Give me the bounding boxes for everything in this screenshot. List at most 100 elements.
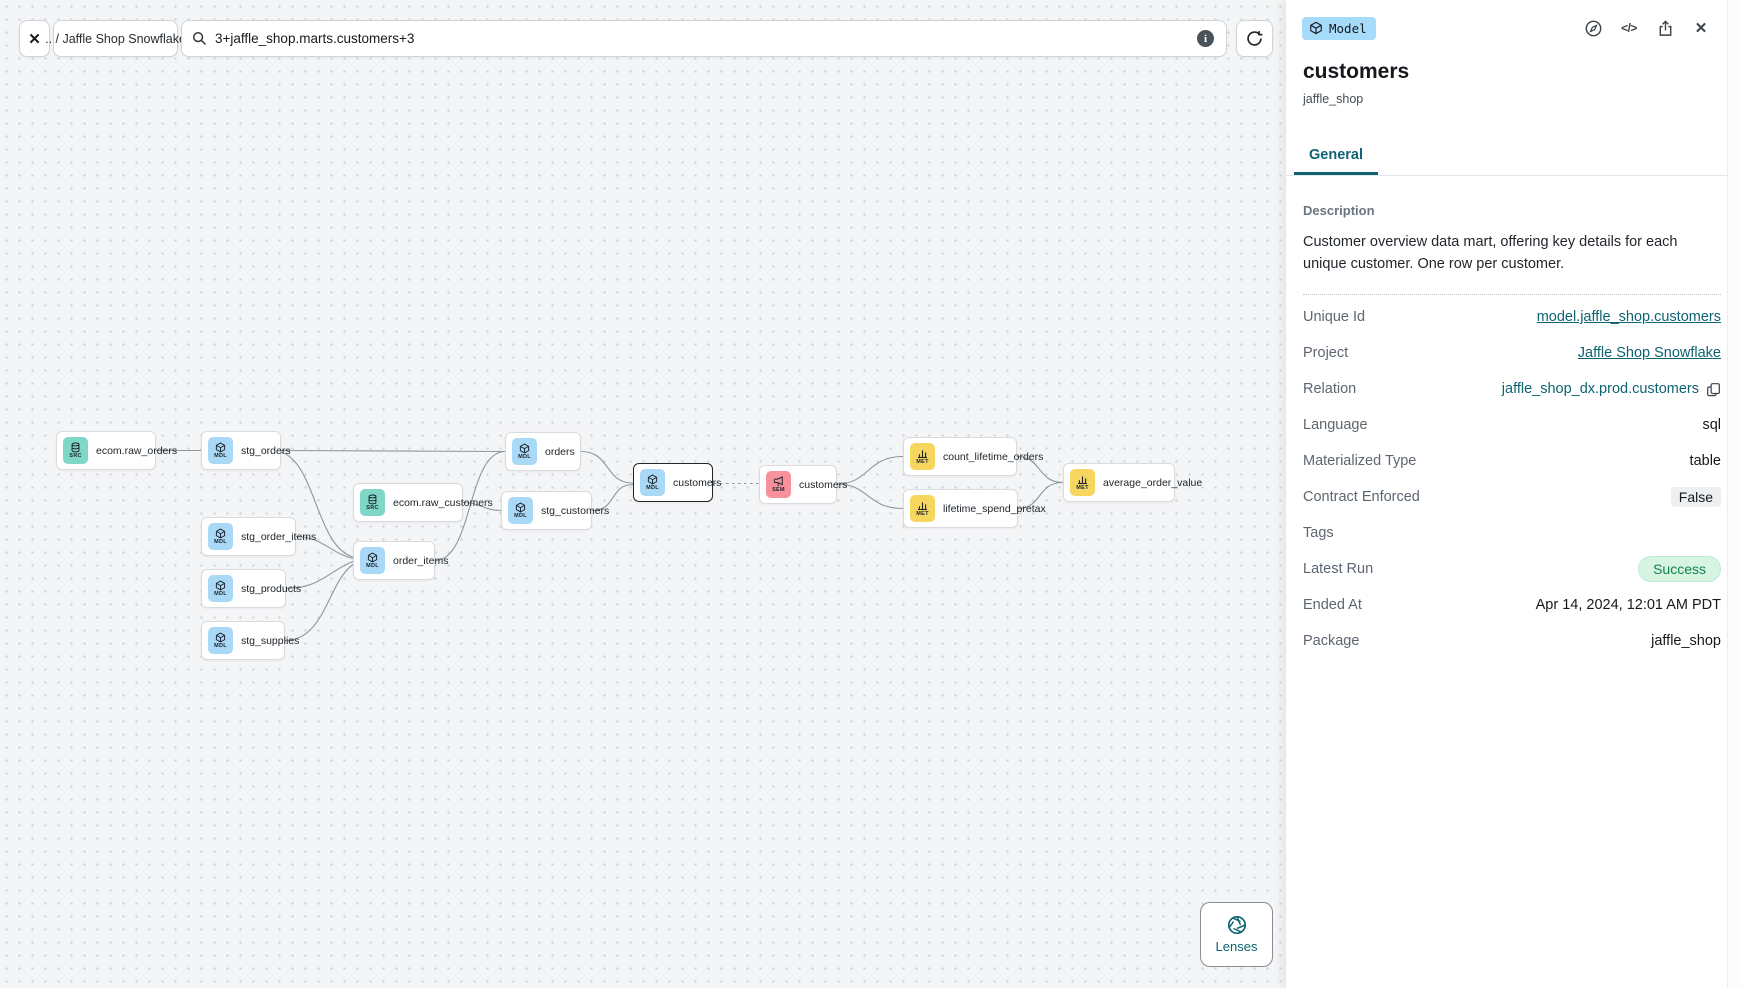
lenses-button[interactable]: Lenses <box>1200 902 1273 967</box>
field-label: Package <box>1303 633 1360 649</box>
node-label: order_items <box>393 554 449 567</box>
mdl-node-icon: MDL <box>512 438 537 465</box>
field-label: Language <box>1303 417 1368 433</box>
resource-type-badge: Model <box>1302 16 1376 40</box>
edge-ecom-raw_customers-to-stg_customers <box>462 501 502 512</box>
panel-tabs: General <box>1286 139 1741 176</box>
model-cube-icon <box>1310 21 1322 35</box>
lenses-icon <box>1227 915 1246 935</box>
node-label: stg_customers <box>541 504 610 517</box>
src-node-icon: SRC <box>63 437 88 464</box>
edge-customers-sem-to-count_lifetime_orders <box>836 455 904 485</box>
code-icon[interactable]: </> <box>1621 21 1637 35</box>
divider <box>1303 293 1721 295</box>
search-input[interactable] <box>215 31 1189 46</box>
node-label: average_order_value <box>1103 476 1203 489</box>
mdl-node-icon: MDL <box>208 627 233 654</box>
status-badge: Success <box>1638 556 1721 582</box>
mdl-node-icon: MDL <box>208 523 233 550</box>
description-text: Customer overview data mart, offering ke… <box>1303 234 1678 272</box>
field-value: jaffle_shop <box>1651 633 1721 649</box>
met-node-icon: MET <box>910 495 935 522</box>
share-icon[interactable] <box>1655 18 1675 38</box>
node-label: lifetime_spend_pretax <box>943 502 1046 515</box>
panel-subtitle: jaffle_shop <box>1303 92 1364 106</box>
field-value: table <box>1689 453 1721 469</box>
field-row-tags: Tags <box>1303 520 1721 547</box>
description-label: Description <box>1303 203 1375 218</box>
mdl-node-icon: MDL <box>360 547 385 574</box>
refresh-button[interactable] <box>1236 20 1273 57</box>
mdl-node-icon: MDL <box>208 437 233 464</box>
explore-compass-icon[interactable] <box>1583 18 1603 38</box>
close-panel-icon[interactable]: ✕ <box>1694 20 1708 37</box>
panel-body: Description Customer overview data mart,… <box>1286 203 1741 655</box>
details-panel: Model </> ✕ <box>1286 0 1741 988</box>
node-label: customers <box>673 476 722 489</box>
edge-stg_orders-to-order_items <box>280 451 354 558</box>
breadcrumb[interactable]: .. / Jaffle Shop Snowflake <box>45 20 186 57</box>
close-lineage-button[interactable]: ✕ <box>19 20 50 57</box>
field-label: Unique Id <box>1303 309 1366 325</box>
contract-chip: False <box>1670 487 1721 507</box>
node-label: stg_orders <box>241 444 291 457</box>
node-label: stg_order_items <box>241 530 317 543</box>
edge-stg_products-to-order_items <box>285 560 354 590</box>
copy-icon[interactable] <box>1706 382 1721 397</box>
edge-customers-sem-to-lifetime_spend_pretax <box>836 483 904 510</box>
graph-node-lifetime_spend_pretax[interactable]: MET lifetime_spend_pretax <box>903 489 1046 528</box>
graph-node-average_order_value[interactable]: MET average_order_value <box>1063 463 1202 502</box>
edge-orders-to-customers <box>580 450 634 484</box>
met-node-icon: MET <box>910 443 935 470</box>
panel-title: customers <box>1303 60 1410 83</box>
field-row-unique-id: Unique Id model.jaffle_shop.customers <box>1303 304 1721 331</box>
graph-node-stg_order_items[interactable]: MDL stg_order_items <box>201 517 316 556</box>
edge-stg_customers-to-customers <box>591 483 634 512</box>
met-node-icon: MET <box>1070 469 1095 496</box>
field-link[interactable]: Jaffle Shop Snowflake <box>1577 345 1721 361</box>
relation-value: jaffle_shop_dx.prod.customers <box>1501 381 1699 397</box>
graph-node-orders[interactable]: MDL orders <box>505 432 581 471</box>
field-value: sql <box>1702 417 1721 433</box>
graph-node-stg_supplies[interactable]: MDL stg_supplies <box>201 621 299 660</box>
field-label: Project <box>1303 345 1349 361</box>
field-row-language: Language sql <box>1303 412 1721 439</box>
node-label: ecom.raw_orders <box>96 444 178 457</box>
edge-order_items-to-orders <box>434 450 506 562</box>
field-value: False <box>1670 487 1721 507</box>
src-node-icon: SRC <box>360 489 385 516</box>
field-link[interactable]: model.jaffle_shop.customers <box>1536 309 1721 325</box>
field-value: Success <box>1638 556 1721 582</box>
lenses-label: Lenses <box>1215 939 1258 954</box>
panel-scrollbar-track[interactable] <box>1727 0 1741 988</box>
node-label: count_lifetime_orders <box>943 450 1044 463</box>
field-value: Jaffle Shop Snowflake <box>1578 345 1721 361</box>
field-label: Materialized Type <box>1303 453 1417 469</box>
panel-actions: </> ✕ <box>1583 18 1711 38</box>
refresh-icon <box>1247 31 1263 46</box>
node-label: orders <box>545 445 575 458</box>
node-label: customers <box>799 478 848 491</box>
field-row-project: Project Jaffle Shop Snowflake <box>1303 340 1721 367</box>
field-label: Ended At <box>1303 597 1362 613</box>
tab-general[interactable]: General <box>1294 139 1378 175</box>
info-icon[interactable]: i <box>1197 30 1214 47</box>
graph-node-count_lifetime_orders[interactable]: MET count_lifetime_orders <box>903 437 1043 476</box>
edge-lifetime_spend_pretax-to-average_order_value <box>1017 481 1064 510</box>
graph-node-stg_orders[interactable]: MDL stg_orders <box>201 431 291 470</box>
node-label: stg_products <box>241 582 302 595</box>
node-label: stg_supplies <box>241 634 300 647</box>
edge-stg_order_items-to-order_items <box>295 535 354 560</box>
graph-node-order_items[interactable]: MDL order_items <box>353 541 448 580</box>
graph-node-ecom-raw_orders[interactable]: SRC ecom.raw_orders <box>56 431 177 470</box>
